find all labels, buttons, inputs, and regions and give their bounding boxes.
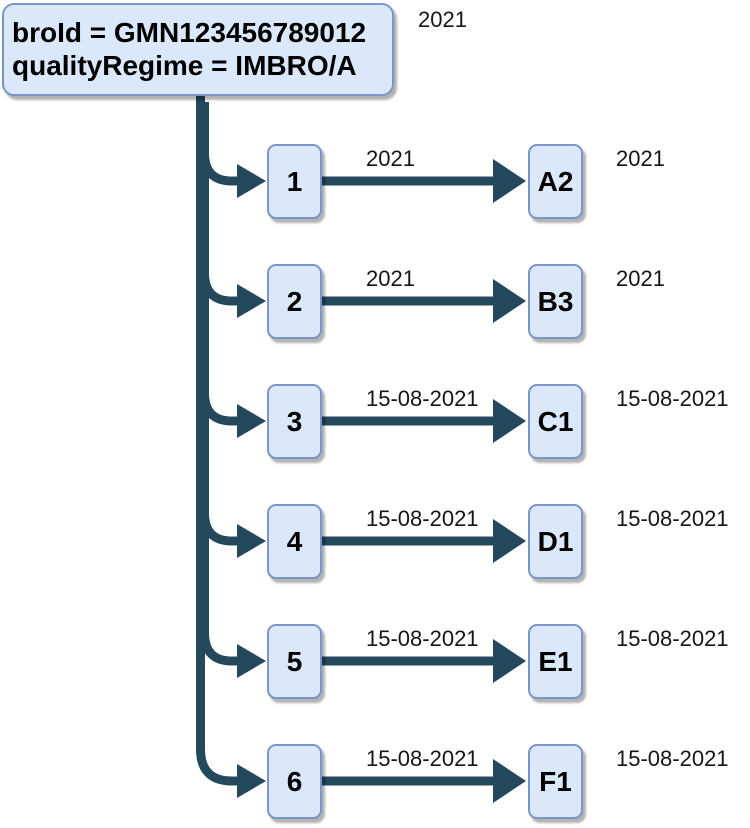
code-node: F1	[528, 744, 583, 819]
edge-date-label: 15-08-2021	[366, 746, 479, 771]
edge-arrowhead-icon	[493, 519, 526, 563]
code-node: A2	[528, 144, 583, 219]
branch-elbow	[200, 102, 238, 666]
root-node-line1: broId = GMN123456789012	[12, 17, 367, 48]
code-node: C1	[528, 384, 583, 459]
edge-date-label: 15-08-2021	[366, 386, 479, 411]
edge-arrowhead-icon	[493, 759, 526, 803]
edge-arrowhead-icon	[493, 159, 526, 203]
branch-arrowhead-icon	[237, 764, 266, 798]
code-node: D1	[528, 504, 583, 579]
right-date-label: 2021	[616, 266, 665, 291]
root-node-line2: qualityRegime = IMBRO/A	[12, 50, 357, 81]
branch-arrowhead-icon	[237, 164, 266, 198]
edge-date-label: 15-08-2021	[366, 626, 479, 651]
code-node: E1	[528, 624, 583, 699]
branch-arrowhead-icon	[237, 404, 266, 438]
branch-arrowhead-icon	[237, 644, 266, 678]
number-node: 5	[267, 624, 322, 699]
right-date-label: 15-08-2021	[616, 626, 729, 651]
edge-arrowhead-icon	[493, 279, 526, 323]
number-node: 6	[267, 744, 322, 819]
trunk-edge	[196, 96, 238, 786]
root-year-label: 2021	[418, 7, 467, 32]
right-date-label: 2021	[616, 146, 665, 171]
edge-date-label: 2021	[366, 146, 415, 171]
branch-arrowhead-icon	[237, 524, 266, 558]
edge-date-label: 2021	[366, 266, 415, 291]
branch-elbow	[200, 102, 238, 186]
number-node: 4	[267, 504, 322, 579]
number-node: 2	[267, 264, 322, 339]
branch-elbow	[200, 102, 238, 306]
branch-elbow	[200, 102, 238, 426]
code-node: B3	[528, 264, 583, 339]
root-node: broId = GMN123456789012 qualityRegime = …	[2, 3, 394, 96]
right-date-label: 15-08-2021	[616, 386, 729, 411]
number-node: 1	[267, 144, 322, 219]
edge-arrowhead-icon	[493, 399, 526, 443]
edge-date-label: 15-08-2021	[366, 506, 479, 531]
right-date-label: 15-08-2021	[616, 506, 729, 531]
edge-arrowhead-icon	[493, 639, 526, 683]
branch-arrowhead-icon	[237, 284, 266, 318]
number-node: 3	[267, 384, 322, 459]
right-date-label: 15-08-2021	[616, 746, 729, 771]
